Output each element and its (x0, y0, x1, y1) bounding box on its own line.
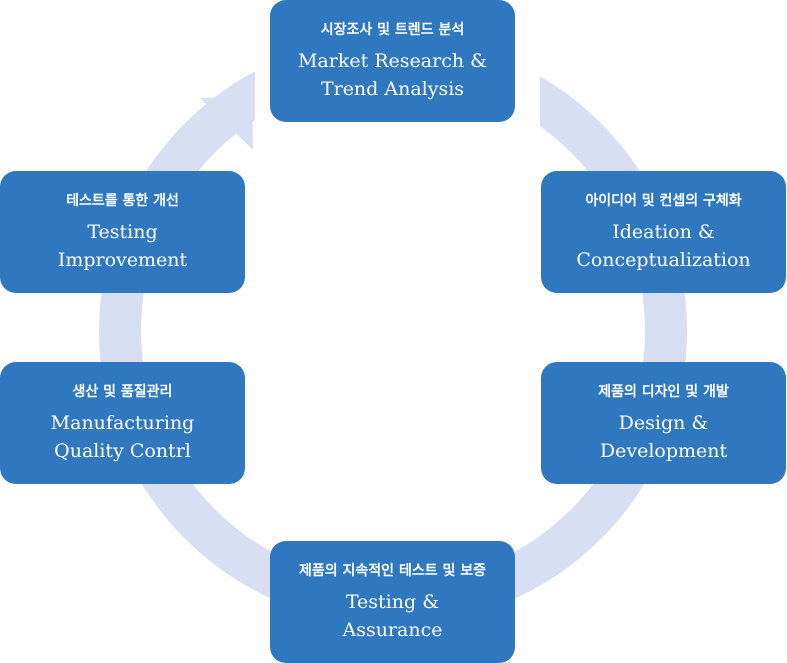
step-manufacturing-quality: 생산 및 품질관리 Manufacturing Quality Contrl (0, 362, 245, 484)
step-kr-label: 테스트를 통한 개선 (66, 193, 179, 209)
step-en-line-1: Testing (87, 221, 158, 243)
step-en-line-2: Assurance (342, 619, 443, 641)
step-design-development: 제품의 디자인 및 개발 Design & Development (541, 362, 786, 484)
step-en-line-2: Improvement (57, 249, 188, 271)
step-market-research: 시장조사 및 트렌드 분석 Market Research & Trend An… (270, 0, 515, 122)
cycle-arrow-head-icon (200, 98, 253, 150)
step-en-line-2: Development (599, 440, 728, 462)
step-kr-label: 제품의 디자인 및 개발 (598, 384, 729, 400)
step-kr-label: 시장조사 및 트렌드 분석 (320, 22, 465, 38)
step-en-line-1: Ideation & (612, 221, 715, 243)
step-en-line-1: Market Research & (297, 50, 488, 72)
step-en-line-2: Trend Analysis (320, 78, 465, 100)
step-kr-label: 제품의 지속적인 테스트 및 보증 (299, 563, 486, 579)
step-en-line-1: Design & (618, 412, 709, 434)
step-kr-label: 아이디어 및 컨셉의 구체화 (585, 193, 742, 209)
step-ideation: 아이디어 및 컨셉의 구체화 Ideation & Conceptualizat… (541, 171, 786, 293)
step-kr-label: 생산 및 품질관리 (72, 384, 173, 400)
step-en-line-2: Conceptualization (576, 249, 751, 271)
step-testing-improvement: 테스트를 통한 개선 Testing Improvement (0, 171, 245, 293)
step-testing-assurance: 제품의 지속적인 테스트 및 보증 Testing & Assurance (270, 541, 515, 663)
step-en-line-1: Testing & (345, 591, 440, 613)
step-en-line-2: Quality Contrl (54, 440, 191, 462)
step-en-line-1: Manufacturing (50, 412, 195, 434)
cycle-ring-path (99, 37, 687, 625)
